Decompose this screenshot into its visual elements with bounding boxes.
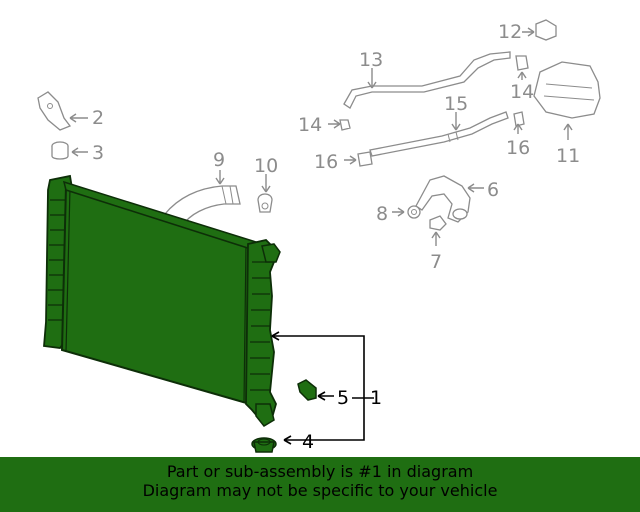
part-16-fitting-left[interactable] <box>357 151 373 167</box>
part-4-radiator-cap[interactable] <box>251 437 277 453</box>
callout-5[interactable]: 5 <box>337 387 349 409</box>
callout-2[interactable]: 2 <box>92 107 104 129</box>
callout-8[interactable]: 8 <box>376 203 388 225</box>
callout-14a[interactable]: 14 <box>510 81 534 103</box>
parts-diagram: 1 2 3 4 5 6 7 8 9 10 11 12 13 14 14 15 1… <box>37 19 601 453</box>
part-1-radiator[interactable] <box>43 174 281 427</box>
callout-9[interactable]: 9 <box>213 149 225 171</box>
part-12-reservoir-cap[interactable] <box>535 19 557 41</box>
callout-13[interactable]: 13 <box>359 49 383 71</box>
callout-16b[interactable]: 16 <box>506 137 530 159</box>
callout-1[interactable]: 1 <box>370 387 382 409</box>
part-7-clamp[interactable] <box>429 215 447 231</box>
callout-16a[interactable]: 16 <box>314 151 338 173</box>
part-5-drain-valve[interactable] <box>297 379 317 401</box>
callout-10[interactable]: 10 <box>254 155 278 177</box>
part-6-coolant-hose[interactable] <box>415 175 471 223</box>
part-14-clamp-lower[interactable] <box>339 119 351 131</box>
part-11-reservoir[interactable] <box>533 61 601 119</box>
callout-15[interactable]: 15 <box>444 93 468 115</box>
callout-6[interactable]: 6 <box>487 179 499 201</box>
banner-line-disclaimer: Diagram may not be specific to your vehi… <box>142 481 498 500</box>
banner-line-selected-part: Part or sub-assembly is #1 in diagram <box>166 462 474 481</box>
callout-11[interactable]: 11 <box>556 145 580 167</box>
callout-7[interactable]: 7 <box>430 251 442 273</box>
part-3-insulator[interactable] <box>51 141 69 160</box>
part-8-clamp[interactable] <box>407 205 421 219</box>
callout-4[interactable]: 4 <box>302 431 314 453</box>
part-15-hose[interactable] <box>369 111 509 157</box>
callout-12[interactable]: 12 <box>498 21 522 43</box>
part-10-hose-clamp[interactable] <box>257 193 273 213</box>
part-9-upper-hose[interactable] <box>164 185 241 227</box>
part-13-overflow-hose[interactable] <box>343 51 511 109</box>
part-2-bracket[interactable] <box>37 91 72 131</box>
callout-14b[interactable]: 14 <box>298 114 322 136</box>
part-16-fitting-right[interactable] <box>513 111 525 127</box>
part-14-clamp-upper[interactable] <box>515 55 529 71</box>
selection-banner: Part or sub-assembly is #1 in diagram Di… <box>0 457 640 512</box>
callout-3[interactable]: 3 <box>92 142 104 164</box>
